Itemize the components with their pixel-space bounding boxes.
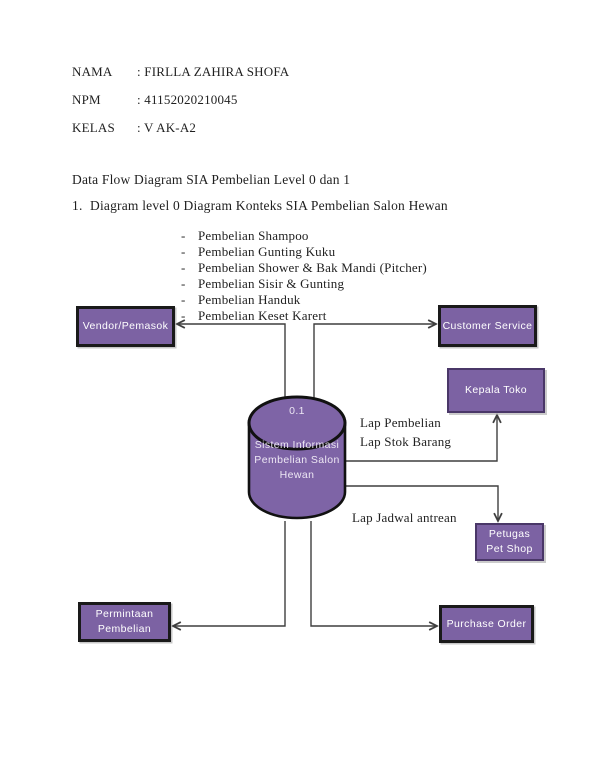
field-label: KELAS — [72, 120, 115, 135]
bullet-text: Pembelian Handuk — [198, 292, 301, 307]
item-number: 1. — [72, 198, 83, 213]
process-cylinder-top — [247, 395, 347, 451]
flow-system-to-kepala-toko — [345, 415, 497, 462]
field-value: : 41152020210045 — [137, 92, 238, 107]
flow-system-to-vendor — [177, 324, 286, 400]
item-text: Diagram level 0 Diagram Konteks SIA Pemb… — [90, 198, 448, 213]
process-name-line: Sistem Informasi — [254, 439, 340, 451]
bullet-marker: - — [181, 228, 186, 243]
process-id: 0.1 — [289, 405, 305, 417]
entity-label: Pembelian — [97, 623, 152, 635]
list-item: -Pembelian Sisir & Gunting — [181, 276, 344, 292]
entity-label: Kepala Toko — [464, 384, 527, 396]
list-item: -Pembelian Shower & Bak Mandi (Pitcher) — [181, 260, 427, 276]
numbered-item: 1. Diagram level 0 Diagram Konteks SIA Pe… — [72, 198, 448, 214]
flow-system-to-permintaan — [173, 521, 286, 626]
entity-customer-service: Customer Service — [438, 305, 537, 347]
bullet-marker: - — [181, 292, 186, 307]
list-item: -Pembelian Gunting Kuku — [181, 244, 335, 260]
list-item: -Pembelian Keset Karert — [181, 308, 327, 324]
flow-system-to-customer-service — [313, 324, 436, 400]
bullet-text: Pembelian Shower & Bak Mandi (Pitcher) — [198, 260, 427, 275]
flow-label-lap-jadwal-antrean: Lap Jadwal antrean — [352, 510, 457, 525]
entity-petugas-pet-shop: Petugas Pet Shop — [475, 523, 544, 561]
process-name-line: Pembelian Salon — [254, 454, 340, 466]
field-nama: NAMA : FIRLLA ZAHIRA SHOFA — [72, 64, 289, 80]
entity-label: Pet Shop — [486, 543, 533, 555]
entity-kepala-toko: Kepala Toko — [447, 368, 545, 413]
bullet-text: Pembelian Sisir & Gunting — [198, 276, 345, 291]
bullet-marker: - — [181, 260, 186, 275]
doc-heading: Data Flow Diagram SIA Pembelian Level 0 … — [72, 172, 351, 187]
flow-label-lap-stok-barang: Lap Stok Barang — [360, 434, 452, 449]
flow-system-to-petugas — [345, 485, 498, 521]
entity-label: Purchase Order — [446, 617, 527, 630]
field-value: : FIRLLA ZAHIRA SHOFA — [137, 64, 290, 79]
bullet-marker: - — [181, 276, 186, 291]
list-item: -Pembelian Shampoo — [181, 228, 309, 244]
entity-label: Permintaan — [95, 608, 154, 620]
field-label: NPM — [72, 92, 101, 107]
bullet-text: Pembelian Keset Karert — [198, 308, 327, 323]
field-label: NAMA — [72, 64, 113, 79]
process-name-line: Hewan — [279, 469, 315, 481]
field-npm: NPM : 41152020210045 — [72, 92, 238, 108]
bullet-marker: - — [181, 244, 186, 259]
entity-vendor-pemasok: Vendor/Pemasok — [76, 306, 175, 347]
entity-permintaan-pembelian: Permintaan Pembelian — [78, 602, 171, 642]
bullet-marker: - — [181, 308, 186, 323]
field-kelas: KELAS : V AK-A2 — [72, 120, 196, 136]
entity-purchase-order: Purchase Order — [439, 605, 534, 643]
entity-label: Petugas — [488, 528, 531, 540]
bullet-text: Pembelian Shampoo — [198, 228, 309, 243]
list-item: -Pembelian Handuk — [181, 292, 300, 308]
field-value: : V AK-A2 — [137, 120, 197, 135]
flow-system-to-purchase-order — [310, 521, 437, 626]
bullet-text: Pembelian Gunting Kuku — [198, 244, 336, 259]
process-name: Sistem Informasi Pembelian Salon Hewan — [243, 438, 351, 483]
entity-label: Customer Service — [442, 319, 533, 332]
entity-label: Vendor/Pemasok — [82, 320, 169, 332]
flow-label-lap-pembelian: Lap Pembelian — [360, 415, 441, 430]
